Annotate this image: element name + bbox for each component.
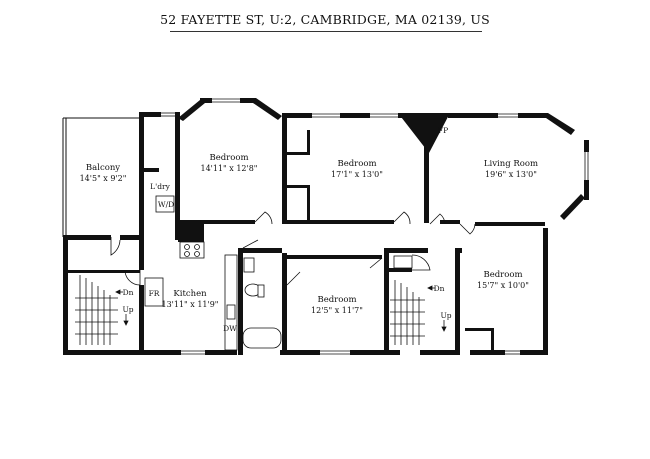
washer-dryer-box [155, 195, 175, 213]
living-room-dims: 19'6" x 13'0" [485, 170, 537, 179]
bedroom-3-dims: 12'5" x 11'7" [311, 306, 363, 315]
plan-title: 52 FAYETTE ST, U:2, CAMBRIDGE, MA 02139,… [160, 12, 490, 27]
stair-left-up-label: Up [122, 305, 133, 314]
stairs-left [75, 275, 118, 345]
balcony-dims: 14'5" x 9'2" [80, 174, 127, 183]
stove [179, 241, 205, 259]
balcony-name: Balcony [86, 163, 120, 173]
stair-arrows [115, 285, 447, 332]
walls [63, 98, 589, 355]
dishwasher-label: DW [223, 324, 237, 333]
kitchen-name: Kitchen [173, 289, 207, 299]
labels: Balcony 14'5" x 9'2" Bedroom 14'11" x 12… [80, 126, 539, 333]
stair-right-down-label: Dn [434, 284, 445, 293]
windows [161, 98, 589, 355]
living-room-name: Living Room [484, 159, 538, 169]
stair-right-up-label: Up [440, 311, 451, 320]
bedroom-2-dims: 17'1" x 13'0" [331, 170, 383, 179]
bedroom-4-dims: 15'7" x 10'0" [477, 281, 529, 290]
stairs-right [390, 280, 425, 345]
bedroom-1-name: Bedroom [209, 153, 248, 163]
fridge-label: FR [149, 289, 160, 298]
title-underline [170, 31, 482, 32]
bedroom-3-name: Bedroom [317, 295, 356, 305]
fireplace-label: FP [438, 126, 448, 135]
bedroom-4-name: Bedroom [483, 270, 522, 280]
fixtures [144, 195, 413, 351]
bedroom-2-name: Bedroom [337, 159, 376, 169]
fridge-box [144, 277, 164, 307]
washer-dryer-label: W/D [158, 200, 174, 209]
laundry-label: L'dry [150, 182, 170, 191]
kitchen-counter [224, 254, 238, 351]
doors [110, 211, 476, 286]
bedroom-1-dims: 14'11" x 12'8" [201, 164, 258, 173]
kitchen-dims: 13'11" x 11'9" [162, 300, 219, 309]
stair-left-down-label: Dn [123, 288, 134, 297]
balcony-outline [62, 117, 139, 237]
